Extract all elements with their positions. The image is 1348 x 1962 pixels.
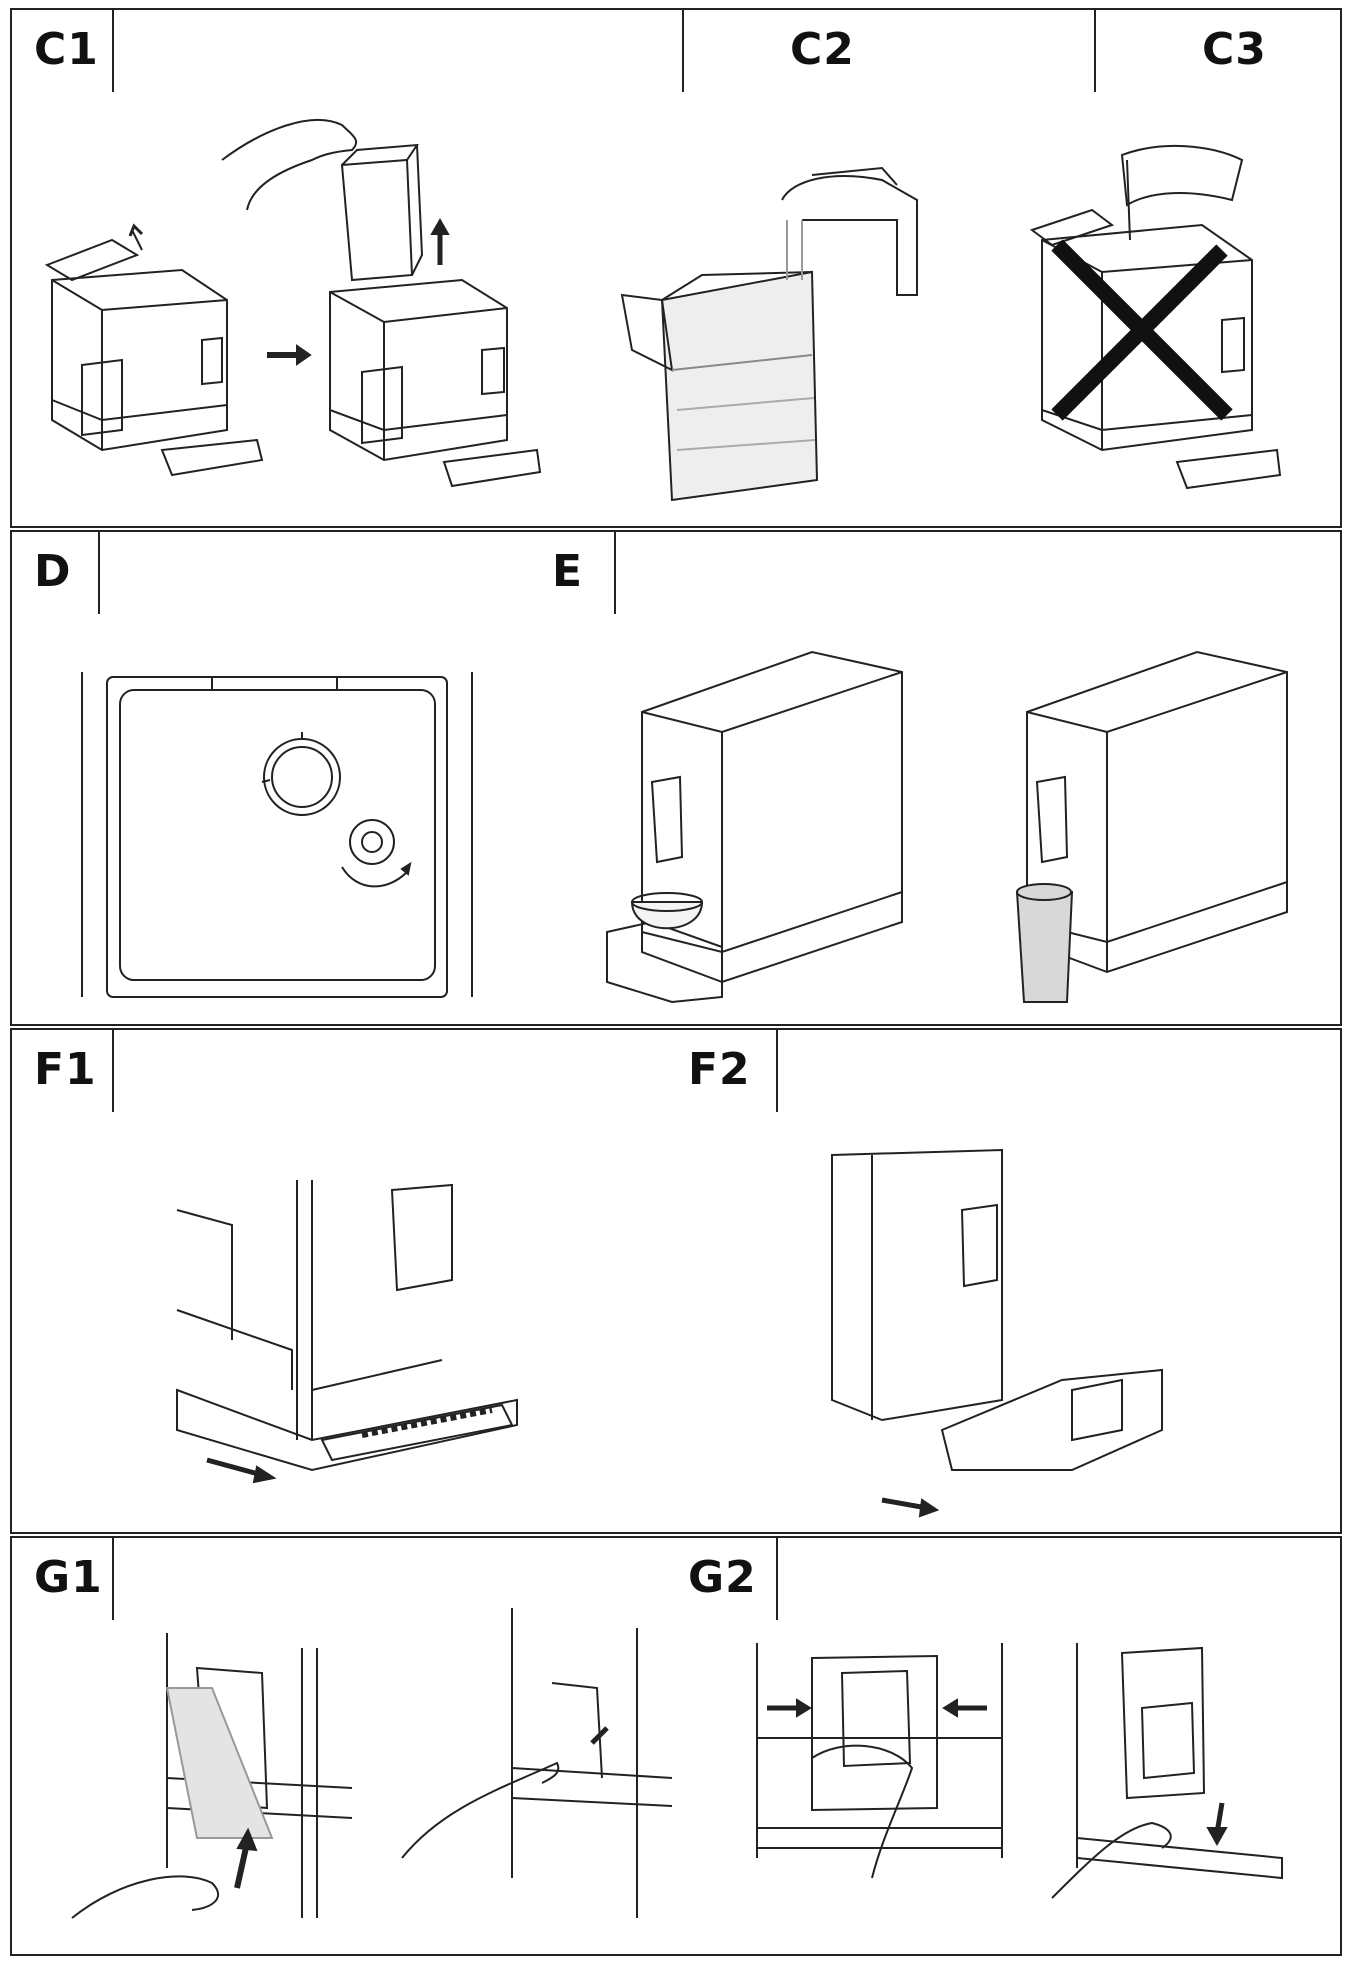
illustration-c1-c3 (12, 10, 1340, 526)
label-divider (112, 1538, 114, 1620)
figure-label-e: E (552, 546, 584, 597)
side-door-opening (72, 1633, 352, 1918)
figure-label-c1: C1 (34, 24, 99, 75)
label-divider (776, 1538, 778, 1620)
brew-unit-removal (1052, 1643, 1282, 1898)
label-divider (614, 532, 616, 614)
label-divider (112, 1030, 114, 1112)
label-divider (112, 10, 114, 92)
panel-g: G1 G2 (10, 1536, 1342, 1956)
illustration-f1-f2 (12, 1030, 1340, 1532)
figure-label-g2: G2 (688, 1552, 757, 1603)
column-divider (682, 10, 684, 92)
figure-label-d: D (34, 546, 72, 597)
water-tank-lifted (342, 145, 422, 280)
brew-unit-grip (757, 1643, 1002, 1878)
coffee-machine-with-glass (1017, 652, 1287, 1002)
grounds-container-removal (832, 1150, 1162, 1516)
coffee-machine-with-cup (607, 652, 902, 1002)
hand (222, 120, 356, 210)
side-door-closing (402, 1608, 672, 1918)
figure-label-c3: C3 (1202, 24, 1267, 75)
label-divider (98, 532, 100, 614)
label-divider (776, 1030, 778, 1112)
figure-label-c2: C2 (790, 24, 855, 75)
water-tank-filling (622, 272, 817, 500)
column-divider (1094, 10, 1096, 92)
cross-mark (1057, 245, 1227, 415)
figure-label-f1: F1 (34, 1044, 97, 1095)
coffee-machine (330, 280, 540, 486)
panel-d-e: D E (10, 530, 1342, 1026)
panel-f: F1 F2 (10, 1028, 1342, 1534)
figure-label-g1: G1 (34, 1552, 103, 1603)
coffee-machine-lid-open (47, 226, 262, 475)
grinder-top-view (82, 672, 472, 997)
illustration-d-e (12, 532, 1340, 1024)
water-tap (782, 168, 917, 295)
panel-c: C1 C2 C3 (10, 8, 1342, 528)
figure-label-f2: F2 (688, 1044, 751, 1095)
illustration-g1-g2 (12, 1538, 1340, 1954)
drip-tray-removal (177, 1180, 517, 1482)
